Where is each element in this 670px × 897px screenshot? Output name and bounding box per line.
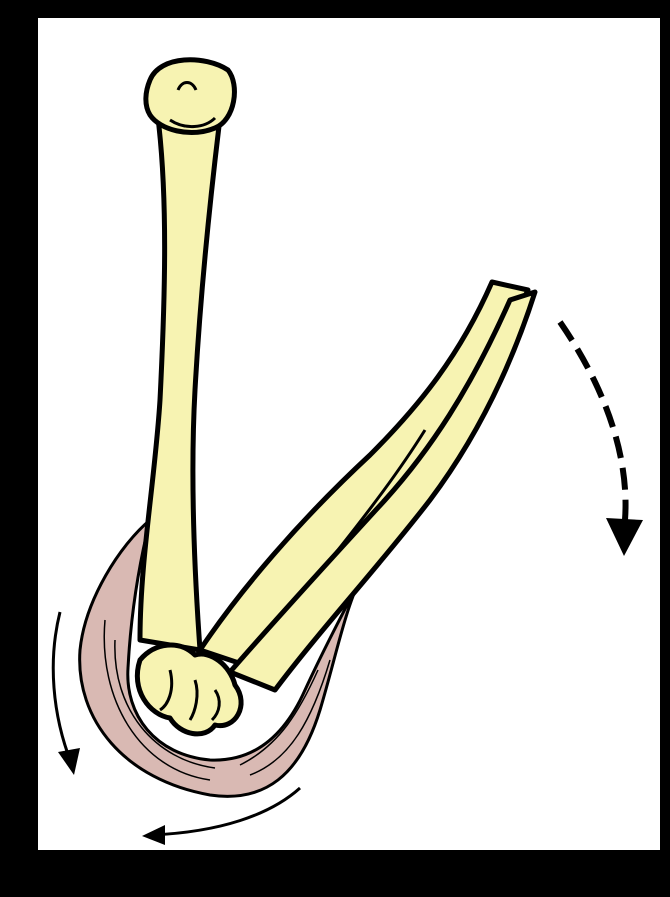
humerus xyxy=(140,60,234,650)
dashed-arrow-head xyxy=(606,518,643,556)
humerus-bone xyxy=(140,118,220,650)
left-rotation-arrow xyxy=(53,612,80,775)
dashed-arrow-shaft xyxy=(560,322,626,520)
forearm-bones xyxy=(200,282,535,690)
bottom-arrow-head xyxy=(142,825,165,845)
humerus-head xyxy=(146,60,235,133)
left-arrow-head xyxy=(58,748,80,775)
left-arrow-shaft xyxy=(53,612,72,765)
ulna-bone xyxy=(200,282,528,670)
forearm-rotation-arrow xyxy=(560,322,643,556)
